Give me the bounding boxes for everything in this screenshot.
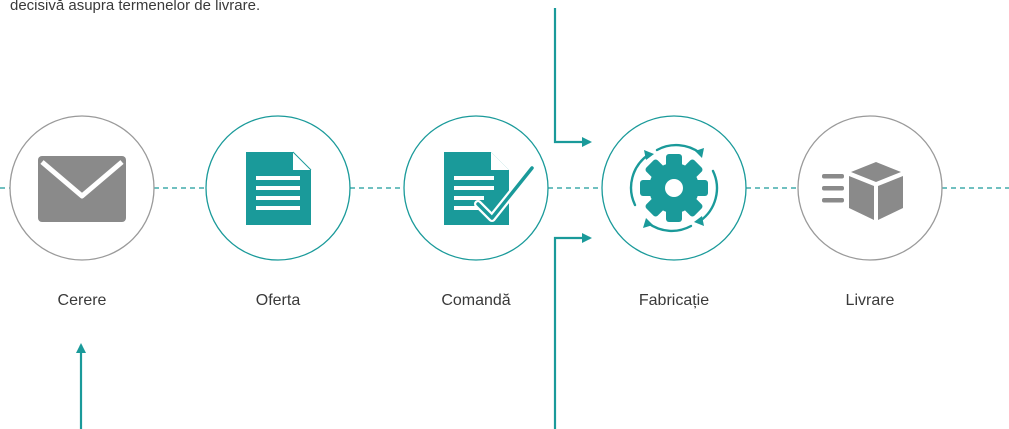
- document-check-icon: [444, 152, 536, 225]
- envelope-icon: [38, 156, 126, 222]
- document-icon: [246, 151, 312, 225]
- intro-text: decisivă asupra termenelor de livrare.: [10, 0, 261, 14]
- arrow-top-into-fabricatie: [553, 8, 592, 147]
- step-label-fabricatie: Fabricație: [638, 292, 710, 309]
- gear-cycle-icon: [629, 143, 719, 233]
- step-label-livrare: Livrare: [845, 292, 895, 309]
- step-label-comanda: Comandă: [441, 292, 511, 309]
- step-label-cerere: Cerere: [57, 292, 107, 309]
- step-label-oferta: Oferta: [255, 292, 301, 309]
- flow-arrows: [76, 8, 592, 429]
- shipping-box-icon: [822, 162, 903, 220]
- arrow-bottom-into-fabricatie: [553, 233, 592, 429]
